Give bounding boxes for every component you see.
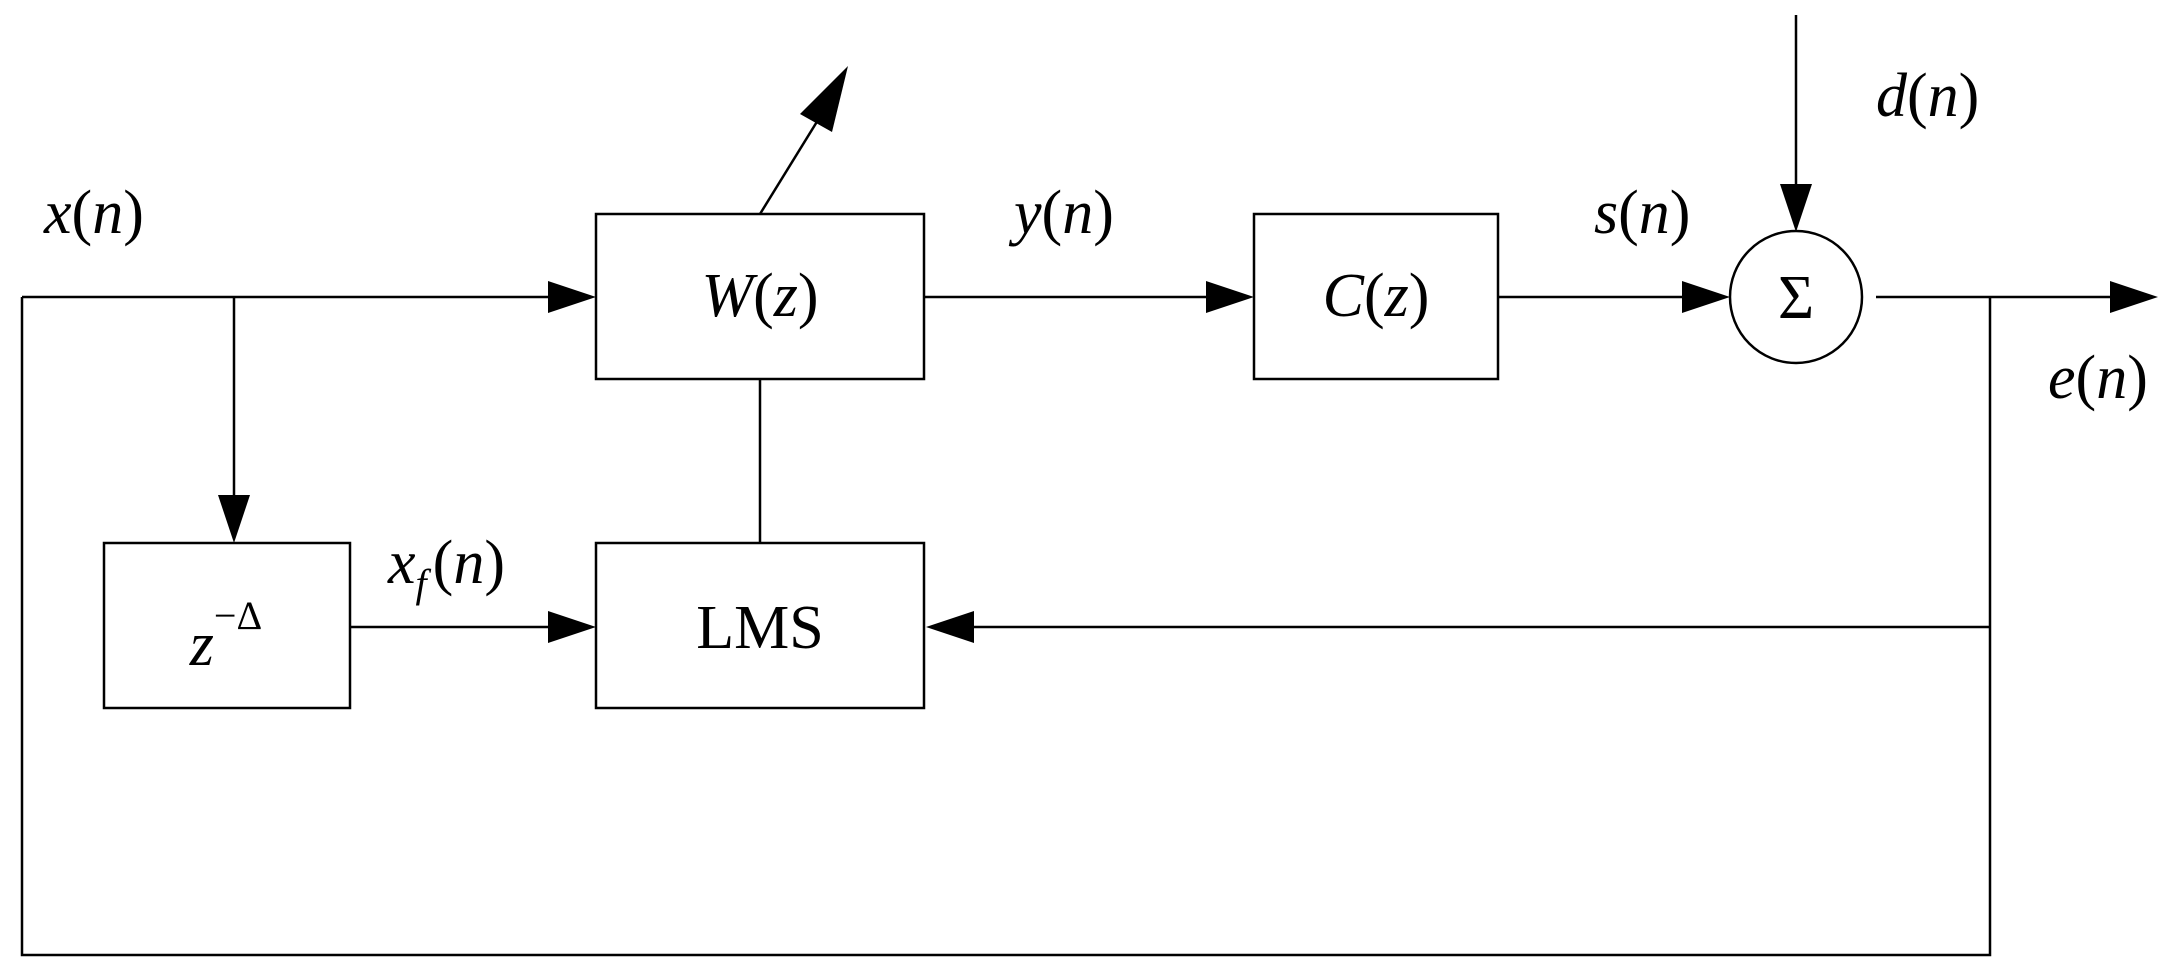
w-filter-label: W(z) [701, 262, 818, 330]
signal-e-label: e(n) [2048, 344, 2148, 412]
arrowhead-x-to-delay [218, 495, 250, 543]
wire-adapt [758, 119, 820, 215]
w-filter-block [594, 212, 926, 381]
arrowhead-x-to-w [548, 281, 596, 313]
arrowhead-e-out [2110, 281, 2158, 313]
signal-xf-label: xf(n) [387, 529, 505, 606]
lms-block [594, 541, 926, 710]
signal-x-label: x(n) [43, 179, 144, 247]
c-path-block [1252, 212, 1500, 381]
signal-d-label: d(n) [1876, 62, 1979, 130]
arrowhead-c-to-sum [1682, 281, 1730, 313]
summer-circle [1728, 229, 1864, 365]
signal-s-label: s(n) [1594, 179, 1690, 247]
arrowhead-w-to-c [1206, 281, 1254, 313]
summer-symbol: Σ [1778, 264, 1814, 332]
arrowhead-e-to-lms [926, 611, 974, 643]
arrowhead-delay-to-lms [548, 611, 596, 643]
delay-label: z−Δ [189, 593, 262, 679]
lms-label: LMS [696, 594, 823, 662]
arrowhead-d-to-sum [1780, 184, 1812, 232]
c-path-label: C(z) [1323, 262, 1430, 330]
signal-y-label: y(n) [1008, 179, 1114, 247]
delay-block [102, 541, 352, 710]
arrowhead-adapt [800, 66, 848, 132]
